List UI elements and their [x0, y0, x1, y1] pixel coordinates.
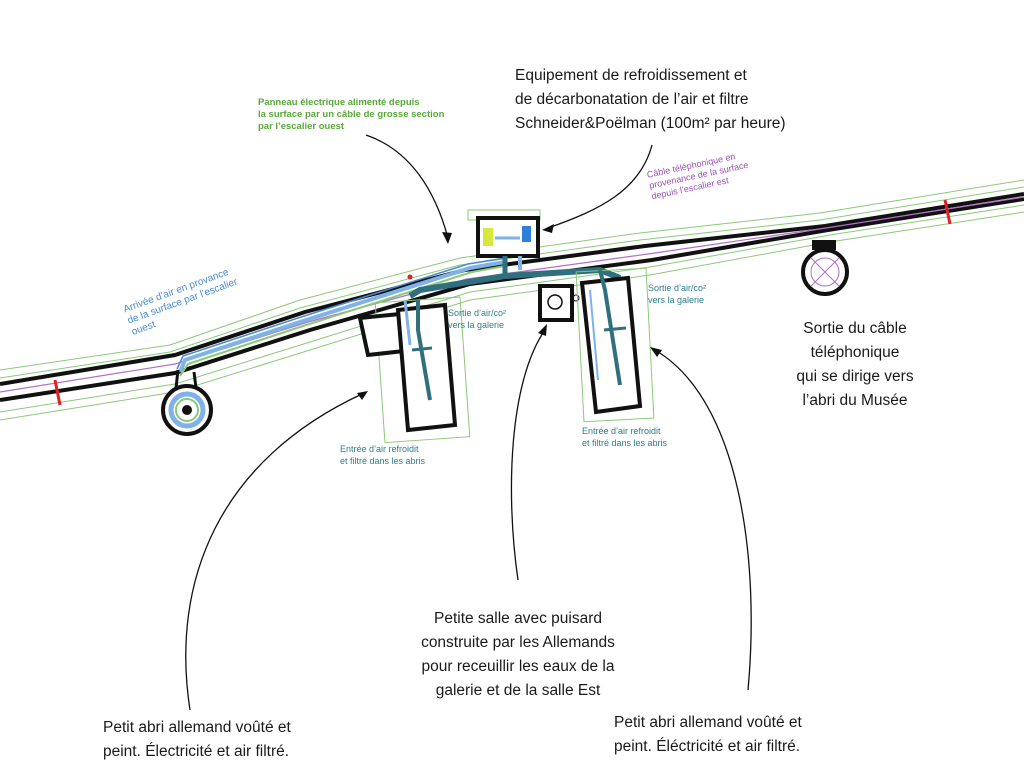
shelter-west-label: Petit abri allemand voûté et peint. Élec…: [103, 719, 291, 760]
filtered-air-east-label: Entrée d’air refroidit et filtré dans le…: [582, 426, 668, 448]
air-exit-east-label: Sortie d’air/co² vers la galerie: [648, 283, 707, 305]
east-stair: [801, 240, 849, 296]
arrow-heads: [357, 224, 662, 400]
air-duct-west: [176, 257, 506, 377]
west-stair: [161, 369, 213, 436]
phone-cable-line: [0, 196, 1024, 393]
shelter-east-label: Petit abri allemand voûté et peint. Éléc…: [614, 714, 802, 755]
filtered-air-west-label: Entrée d’air refroidit et filtré dans le…: [340, 444, 426, 466]
west-shelter: [357, 296, 471, 444]
sump-room-label: Petite salle avec puisard construite par…: [421, 610, 615, 699]
annotation-arrows: [185, 134, 752, 711]
air-exit-west-label: Sortie d’air/co² vers la galerie: [448, 308, 507, 330]
air-duct-teal: [408, 266, 622, 299]
cooling-equipment-room: [467, 209, 541, 275]
cooling-equipment-label: Equipement de refroidissement et de déca…: [515, 67, 786, 132]
red-markers: [53, 199, 952, 406]
east-shelter: [575, 267, 655, 423]
sump-room: [538, 284, 580, 322]
electric-panel-label: Panneau électrique alimenté depuis la su…: [258, 97, 445, 132]
phone-cable-out-label: Sortie du câble téléphonique qui se diri…: [796, 320, 914, 409]
